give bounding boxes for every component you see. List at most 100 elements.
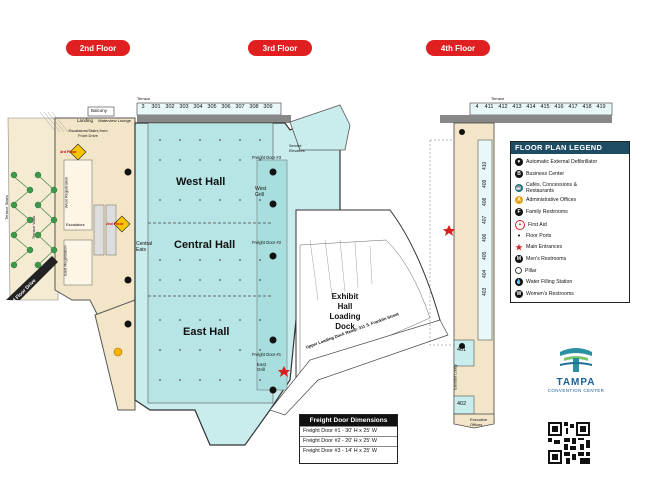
legend-item: ★Main Entrances [515,242,563,252]
legend-item-label: Water Filling Station [526,279,573,285]
room-401[interactable]: 401 [457,347,467,353]
legend-item-label: Main Entrances [526,244,563,250]
floor-4-label: 4th Floor [426,40,490,56]
room-3[interactable]: 3 [141,104,145,110]
third-floor-area [124,102,449,446]
freight-door-dimensions: Freight Door Dimensions Freight Door #1 … [299,414,398,464]
freight-door-3-label: Freight Door #3 [252,155,282,160]
legend-item-label: Family Restrooms [526,209,568,215]
room-414[interactable]: 414 [526,104,536,110]
legend-item: ☕Cafés, Concessions & Restaurants [515,182,606,194]
service-elevators-label: Service Elevators [289,144,305,153]
room-413[interactable]: 413 [512,104,522,110]
room-410[interactable]: 410 [482,161,488,170]
legend-item-label: Floor Ports [526,233,552,239]
exhibit-line-4: Dock [335,322,355,331]
terrace-label: Terrace [137,96,151,101]
room-417[interactable]: 417 [568,104,578,110]
family-restroom-icon: F [515,208,523,216]
room-301[interactable]: 301 [151,104,161,110]
rooms-3-strip: 3 301 302 303 304 305 306 307 308 309 [137,104,275,110]
second-floor-area [6,106,136,411]
room-302[interactable]: 302 [165,104,175,110]
womens-restroom-icon: W [515,290,523,298]
legend-title: FLOOR PLAN LEGEND [511,142,629,154]
executive-offices-label: Executive Offices [470,417,488,427]
escalators-label: Escalators [66,222,85,227]
room-412[interactable]: 412 [498,104,508,110]
legend-item-label: Men's Restrooms [526,256,567,262]
legend-item: Pillar [515,267,537,274]
freight-door-1-label: Freight Door #1 [252,352,282,357]
business-center-icon: B [515,170,523,178]
room-407[interactable]: 407 [482,215,488,224]
west-hall-label: West Hall [176,176,226,188]
room-408[interactable]: 408 [482,197,488,206]
room-306[interactable]: 306 [221,104,231,110]
room-303[interactable]: 303 [179,104,189,110]
legend-item: 💧Water Filling Station [515,278,572,286]
second-floor-badge: 2nd Floor [106,222,124,226]
legend-item-label: Administrative Offices [526,197,577,203]
escalators-front-label: Escalators/Stairs from Front Drive [68,128,108,138]
logo-name: TAMPA [556,377,596,388]
exhibit-hall-label: Exhibit Hall Loading Dock [322,292,368,332]
exhibit-line-1: Exhibit [331,292,359,301]
central-eats-label: Central Eats [136,241,153,253]
room-419[interactable]: 419 [596,104,606,110]
qr-code[interactable] [548,422,590,464]
room-308[interactable]: 308 [249,104,259,110]
legend-item: •Floor Ports [515,232,551,240]
room-402[interactable]: 402 [457,401,467,407]
floor-3-label: 3rd Floor [248,40,312,56]
room-4[interactable]: 4 [475,104,479,110]
room-404[interactable]: 404 [482,269,488,278]
mens-restroom-icon: M [515,255,523,263]
waterview-label: Waterview Lounge [98,118,131,123]
third-floor-badge: 3rd Floor [60,150,77,154]
legend-item-label: Cafés, Concessions & Restaurants [526,182,578,194]
logo-subtitle: CONVENTION CENTER [547,388,605,393]
central-hall-label: Central Hall [174,239,236,251]
west-grill-label: West Grill [255,186,267,198]
room-307[interactable]: 307 [235,104,245,110]
room-415[interactable]: 415 [540,104,550,110]
landing-label: Landing [77,118,94,123]
room-405[interactable]: 405 [482,251,488,260]
room-403[interactable]: 403 [482,287,488,296]
room-411[interactable]: 411 [484,104,494,110]
freight-dimension-row: Freight Door #1 - 30' H x 25' W [300,426,397,436]
room-406[interactable]: 406 [482,233,488,242]
exhibit-line-2: Hall [337,302,353,311]
main-entrance-icon: ★ [515,242,523,252]
terrace-4-label: Terrace [491,96,505,101]
admin-office-icon: A [515,196,523,204]
east-registration-label: East Registration [62,245,68,276]
room-416[interactable]: 416 [554,104,564,110]
floor-port-icon: • [515,232,523,240]
cafe-icon: ☕ [515,184,523,192]
legend-item: ♥Automatic External Defibrillator [515,158,597,166]
west-registration-label: West Registration [63,176,69,209]
floor-plan-legend: FLOOR PLAN LEGEND ♥Automatic External De… [510,141,630,303]
floor-2-label: 2nd Floor [66,40,130,56]
room-309[interactable]: 309 [263,104,273,110]
room-418[interactable]: 418 [582,104,592,110]
freight-dimension-row: Freight Door #3 - 14' H x 25' W [300,446,397,456]
room-304[interactable]: 304 [193,104,203,110]
terrace-stairs-label: Terrace Stairs [3,195,9,220]
legend-item-label: Women's Restrooms [526,291,574,297]
tampa-logo: TAMPA CONVENTION CENTER [544,346,608,396]
legend-item-label: Business Center [526,171,565,177]
terrace-walk-label: Terrace Walk [31,215,37,240]
room-305[interactable]: 305 [207,104,217,110]
room-409[interactable]: 409 [482,179,488,188]
fourth-floor-area [429,102,613,429]
logo-mark-icon [560,348,592,372]
